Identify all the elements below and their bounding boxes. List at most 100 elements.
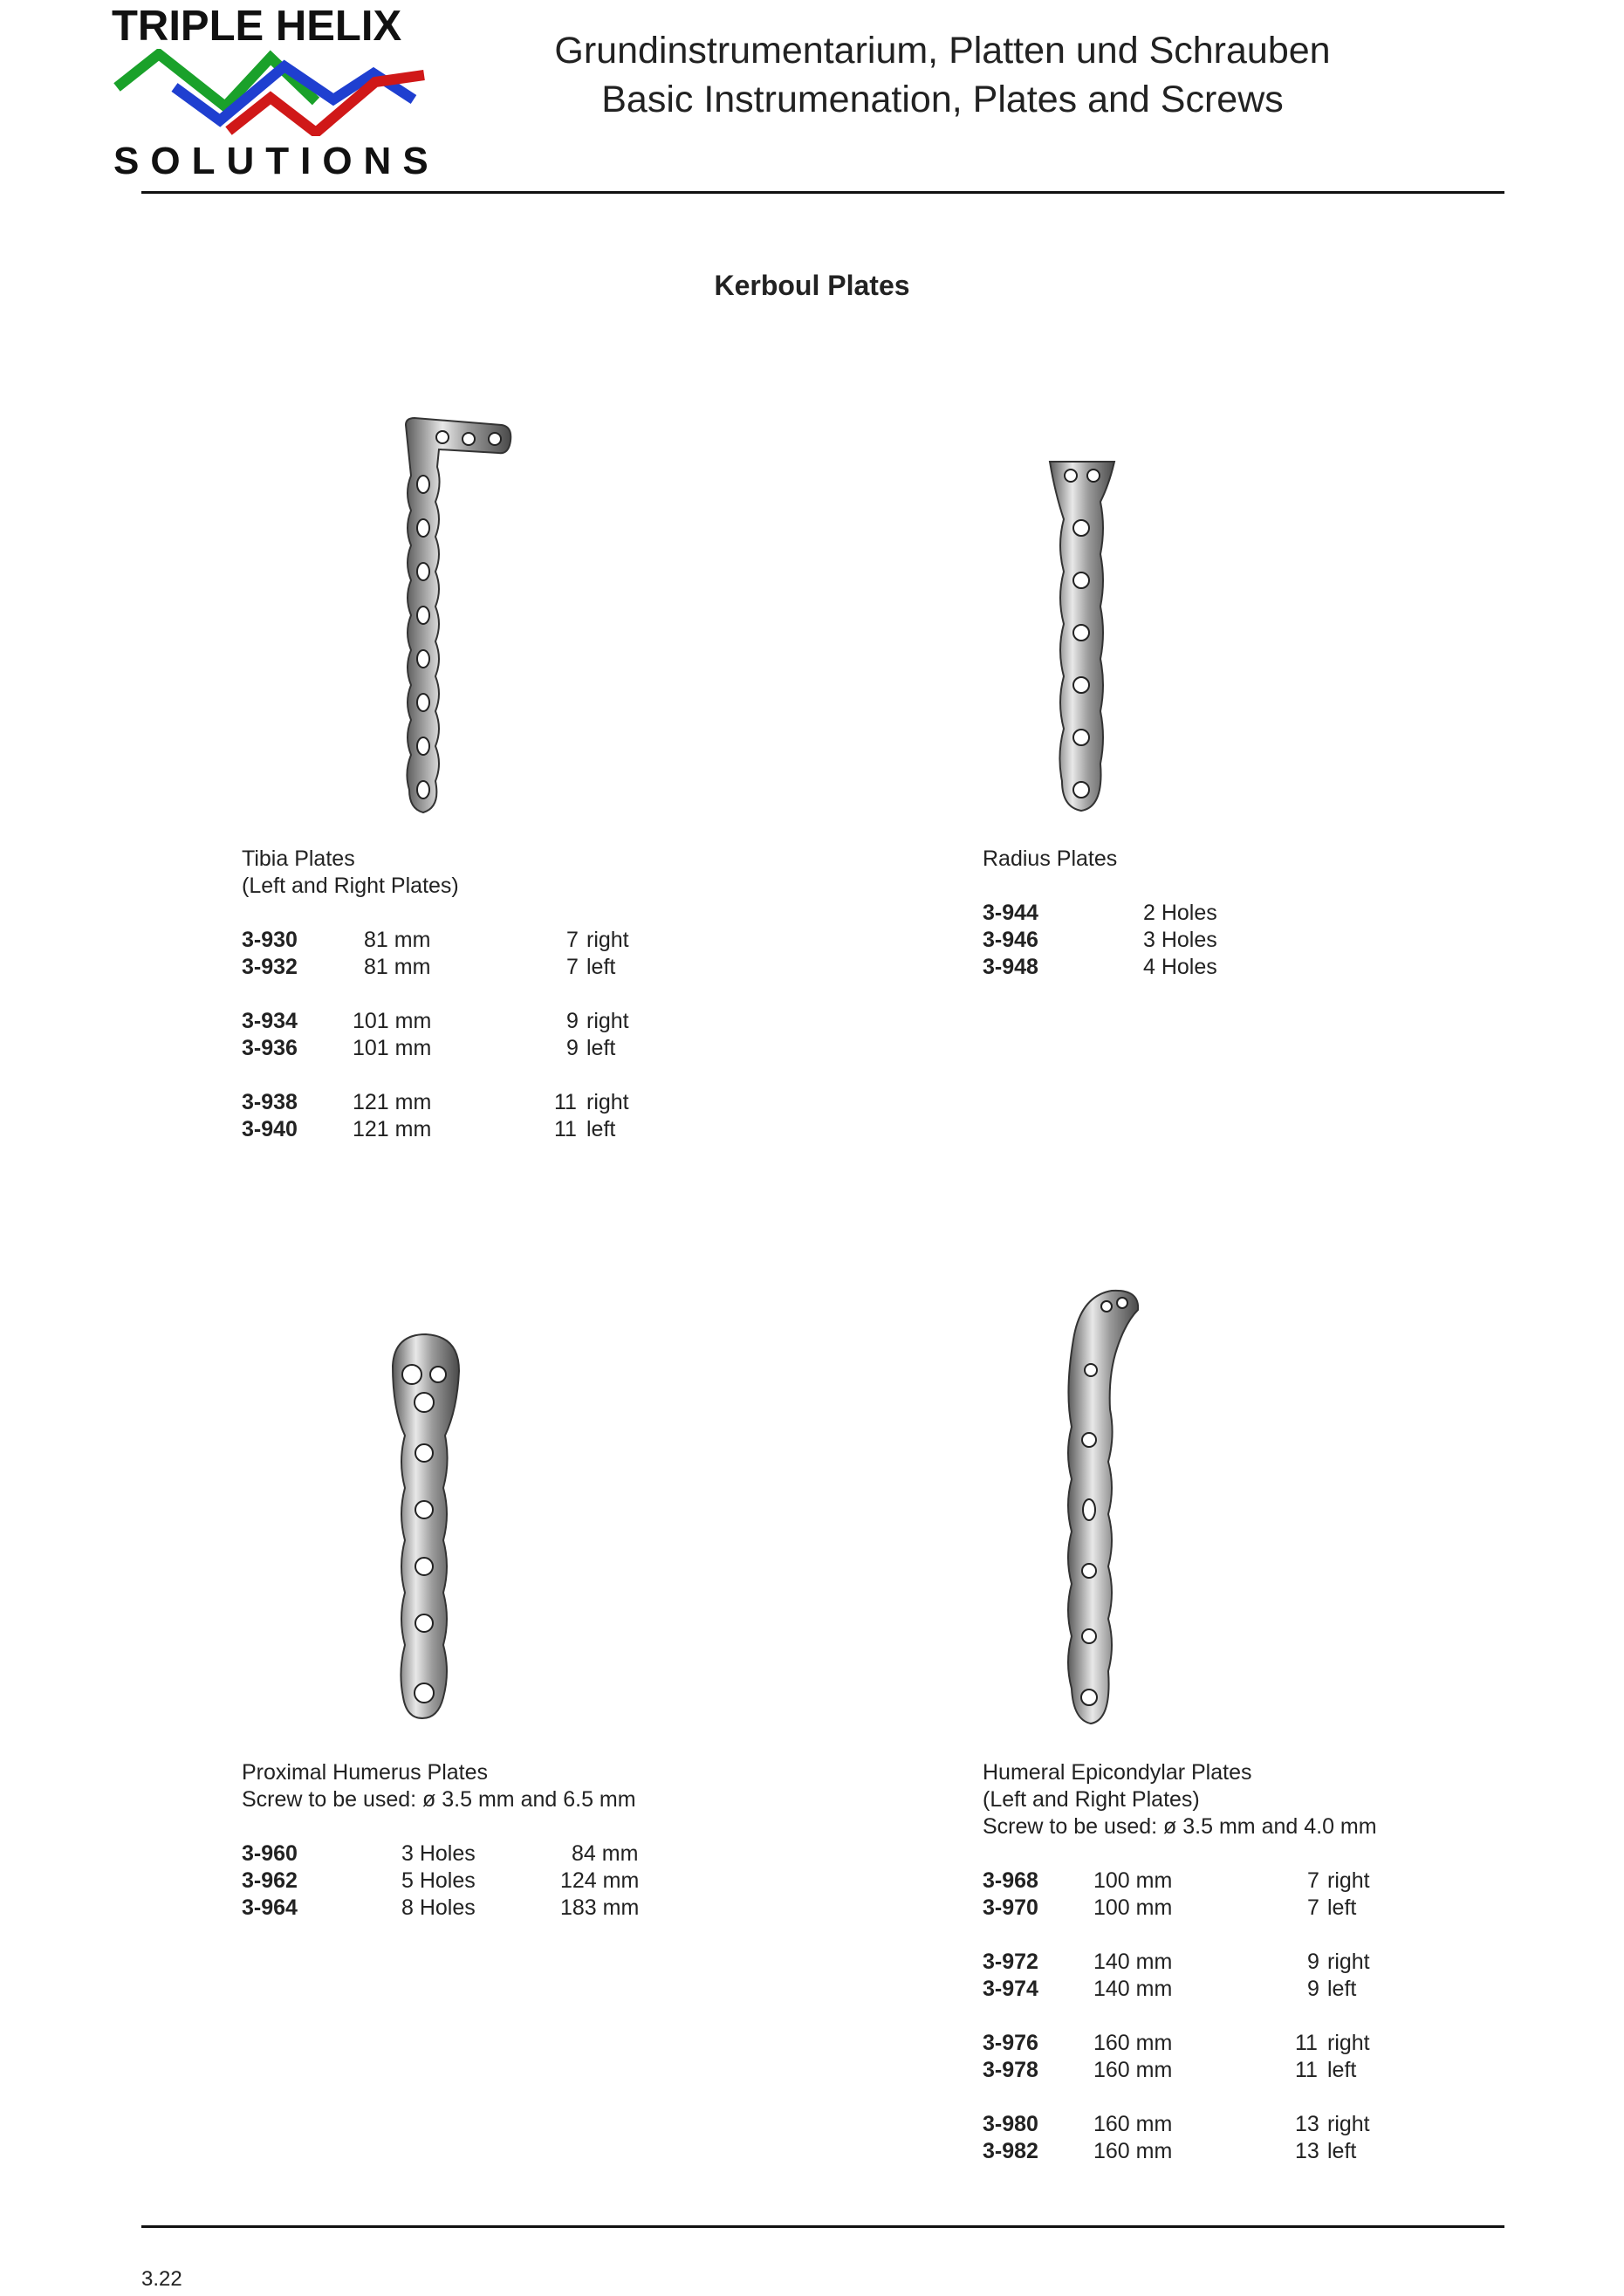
plate-side: right: [1327, 1868, 1370, 1893]
radius-plates-block: Radius Plates 3-944 2 Holes 3-946 3 Hole…: [983, 846, 1332, 981]
plate-side: right: [1327, 1950, 1370, 1974]
article-code: 3-934: [242, 1009, 298, 1033]
plate-side: left: [1327, 2058, 1357, 2082]
article-code: 3-948: [983, 955, 1038, 979]
article-code: 3-974: [983, 1977, 1038, 2001]
tibia-plate-image: [404, 416, 512, 814]
table-row: 3-936 101 mm 9 left: [242, 1035, 661, 1062]
plate-length: 121 mm: [353, 1090, 432, 1114]
hole-count: 9: [1307, 1977, 1319, 2001]
hole-count: 2 Holes: [1143, 901, 1217, 925]
epicondylar-group-3: 3-976 160 mm 11 right 3-978 160 mm 11 le…: [983, 2030, 1436, 2084]
humerus-caption: Proximal Humerus Plates: [242, 1760, 489, 1785]
hole-count: 11: [554, 1117, 577, 1141]
plate-side: left: [586, 955, 616, 979]
plate-length: 183 mm: [560, 1895, 640, 1920]
radius-caption: Radius Plates: [983, 846, 1118, 871]
page-number: 3.22: [141, 2267, 182, 2291]
helix-logo-icon: [113, 49, 425, 136]
table-row: 3-974 140 mm 9 left: [983, 1976, 1436, 2003]
epicondylar-caption-sub: (Left and Right Plates): [983, 1787, 1200, 1812]
plate-length: 121 mm: [353, 1117, 432, 1141]
header-titles: Grundinstrumentarium, Platten und Schrau…: [489, 26, 1396, 124]
table-row: 3-982 160 mm 13 left: [983, 2138, 1436, 2165]
plate-length: 81 mm: [364, 955, 431, 979]
article-code: 3-938: [242, 1090, 298, 1114]
hole-count: 5 Holes: [401, 1868, 476, 1893]
header-divider: [141, 191, 1504, 194]
hole-count: 11: [554, 1090, 577, 1114]
plate-side: left: [586, 1117, 616, 1141]
article-code: 3-978: [983, 2058, 1038, 2082]
hole-count: 8 Holes: [401, 1895, 476, 1920]
tibia-caption: Tibia Plates: [242, 846, 355, 871]
hole-count: 13: [1295, 2112, 1319, 2136]
table-row: 3-976 160 mm 11 right: [983, 2030, 1436, 2057]
humeral-epicondylar-plates-block: Humeral Epicondylar Plates (Left and Rig…: [983, 1759, 1436, 2165]
hole-count: 7: [566, 955, 579, 979]
humerus-screw-note: Screw to be used: ø 3.5 mm and 6.5 mm: [242, 1787, 636, 1812]
table-row: 3-960 3 Holes 84 mm: [242, 1840, 696, 1868]
article-code: 3-980: [983, 2112, 1038, 2136]
plate-side: left: [1327, 1977, 1357, 2001]
hole-count: 9: [566, 1009, 579, 1033]
logo-subtitle: SOLUTIONS: [113, 140, 440, 182]
tibia-group-1: 3-930 81 mm 7 right 3-932 81 mm 7 left: [242, 927, 661, 981]
logo-title: TRIPLE HELIX: [112, 3, 402, 50]
article-code: 3-940: [242, 1117, 298, 1141]
article-code: 3-932: [242, 955, 298, 979]
table-row: 3-934 101 mm 9 right: [242, 1008, 661, 1035]
table-row: 3-940 121 mm 11 left: [242, 1116, 661, 1143]
plate-side: left: [1327, 1895, 1357, 1920]
hole-count: 3 Holes: [1143, 928, 1217, 952]
plate-side: left: [586, 1036, 616, 1060]
table-row: 3-944 2 Holes: [983, 900, 1332, 927]
article-code: 3-930: [242, 928, 298, 952]
hole-count: 9: [566, 1036, 579, 1060]
plate-side: right: [586, 1090, 629, 1114]
article-code: 3-944: [983, 901, 1038, 925]
humeral-epicondylar-plate-image: [1067, 1289, 1140, 1725]
radius-plate-image: [1048, 461, 1116, 812]
hole-count: 7: [1307, 1868, 1319, 1893]
table-row: 3-980 160 mm 13 right: [983, 2111, 1436, 2138]
plate-length: 160 mm: [1093, 2112, 1173, 2136]
article-code: 3-960: [242, 1841, 298, 1866]
table-row: 3-978 160 mm 11 left: [983, 2057, 1436, 2084]
plate-length: 100 mm: [1093, 1868, 1173, 1893]
logo: TRIPLE HELIX SOLUTIONS: [112, 0, 430, 188]
epicondylar-group-1: 3-968 100 mm 7 right 3-970 100 mm 7 left: [983, 1868, 1436, 1922]
epicondylar-group-2: 3-972 140 mm 9 right 3-974 140 mm 9 left: [983, 1949, 1436, 2003]
plate-length: 160 mm: [1093, 2139, 1173, 2163]
article-code: 3-936: [242, 1036, 298, 1060]
plate-length: 100 mm: [1093, 1895, 1173, 1920]
article-code: 3-970: [983, 1895, 1038, 1920]
epicondylar-caption: Humeral Epicondylar Plates: [983, 1760, 1252, 1785]
plate-side: right: [1327, 2112, 1370, 2136]
plate-side: right: [586, 1009, 629, 1033]
table-row: 3-970 100 mm 7 left: [983, 1895, 1436, 1922]
hole-count: 7: [566, 928, 579, 952]
title-english: Basic Instrumenation, Plates and Screws: [601, 79, 1284, 120]
plate-length: 160 mm: [1093, 2031, 1173, 2055]
plate-side: right: [1327, 2031, 1370, 2055]
plate-length: 124 mm: [560, 1868, 640, 1893]
article-code: 3-964: [242, 1895, 298, 1920]
plate-side: right: [586, 928, 629, 952]
plate-length: 140 mm: [1093, 1977, 1173, 2001]
plate-length: 84 mm: [572, 1841, 639, 1866]
article-code: 3-976: [983, 2031, 1038, 2055]
article-code: 3-968: [983, 1868, 1038, 1893]
plate-length: 101 mm: [353, 1036, 432, 1060]
plate-length: 140 mm: [1093, 1950, 1173, 1974]
tibia-caption-sub: (Left and Right Plates): [242, 874, 459, 898]
plate-length: 81 mm: [364, 928, 431, 952]
article-code: 3-972: [983, 1950, 1038, 1974]
hole-count: 4 Holes: [1143, 955, 1217, 979]
article-code: 3-946: [983, 928, 1038, 952]
epicondylar-group-4: 3-980 160 mm 13 right 3-982 160 mm 13 le…: [983, 2111, 1436, 2165]
table-row: 3-946 3 Holes: [983, 927, 1332, 954]
hole-count: 13: [1295, 2139, 1319, 2163]
plate-length: 160 mm: [1093, 2058, 1173, 2082]
tibia-plates-block: Tibia Plates (Left and Right Plates) 3-9…: [242, 846, 661, 1143]
